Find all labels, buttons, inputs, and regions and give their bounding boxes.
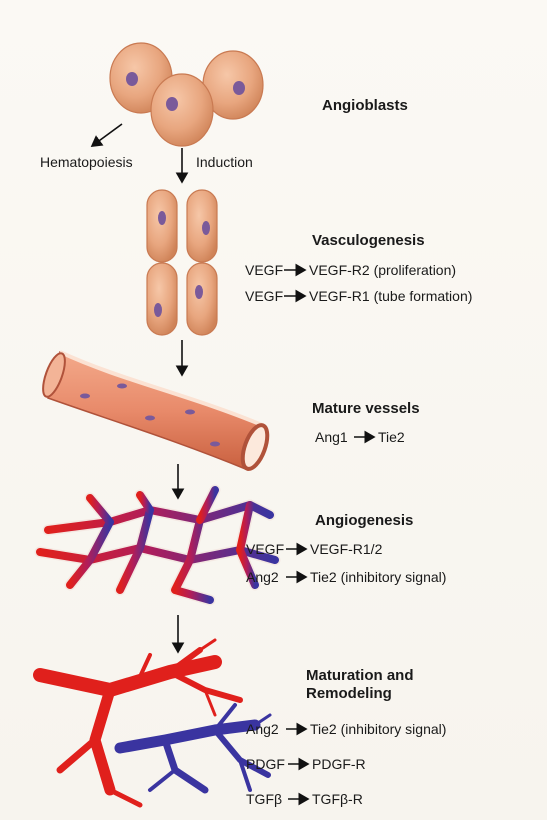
capillary-network — [40, 490, 275, 600]
elongated-cell — [147, 190, 177, 262]
signal-receptor: Tie2 (inhibitory signal) — [310, 569, 446, 585]
signal-arrows — [284, 270, 374, 799]
mature-vessel — [39, 351, 273, 472]
elongated-cells — [147, 190, 217, 335]
stage-heading-angiogenesis: Angiogenesis — [315, 512, 413, 529]
signal-receptor: VEGF-R1 (tube formation) — [309, 288, 472, 304]
arrow-to-hematopoiesis — [92, 124, 122, 146]
signal-ligand: VEGF — [246, 541, 284, 557]
signal-ligand: Ang2 — [246, 569, 279, 585]
signal-receptor: Tie2 (inhibitory signal) — [310, 721, 446, 737]
signal-receptor: PDGF-R — [312, 756, 366, 772]
signal-ligand: PDGF — [246, 756, 285, 772]
stage-heading-mature-vessels: Mature vessels — [312, 400, 420, 417]
elongated-cell — [187, 263, 217, 335]
signal-receptor: VEGF-R1/2 — [310, 541, 382, 557]
remodeled-vessel-tree — [40, 640, 270, 805]
signal-receptor: VEGF-R2 (proliferation) — [309, 262, 456, 278]
signal-ligand: VEGF — [245, 262, 283, 278]
angioblast-cell — [151, 74, 213, 146]
elongated-cell — [147, 263, 177, 335]
stage-heading-maturation-line2: Remodeling — [306, 685, 392, 702]
stage-heading-vasculogenesis: Vasculogenesis — [312, 232, 425, 249]
angioblast-cells — [110, 43, 263, 146]
induction-label: Induction — [196, 154, 253, 170]
signal-receptor: Tie2 — [378, 429, 405, 445]
elongated-cell — [187, 190, 217, 262]
stage-heading-angioblasts: Angioblasts — [322, 97, 408, 114]
signal-ligand: Ang2 — [246, 721, 279, 737]
signal-ligand: TGFβ — [246, 791, 282, 807]
signal-ligand: VEGF — [245, 288, 283, 304]
stage-heading-maturation-line1: Maturation and — [306, 667, 414, 684]
signal-ligand: Ang1 — [315, 429, 348, 445]
signal-receptor: TGFβ-R — [312, 791, 363, 807]
hematopoiesis-label: Hematopoiesis — [40, 154, 133, 170]
